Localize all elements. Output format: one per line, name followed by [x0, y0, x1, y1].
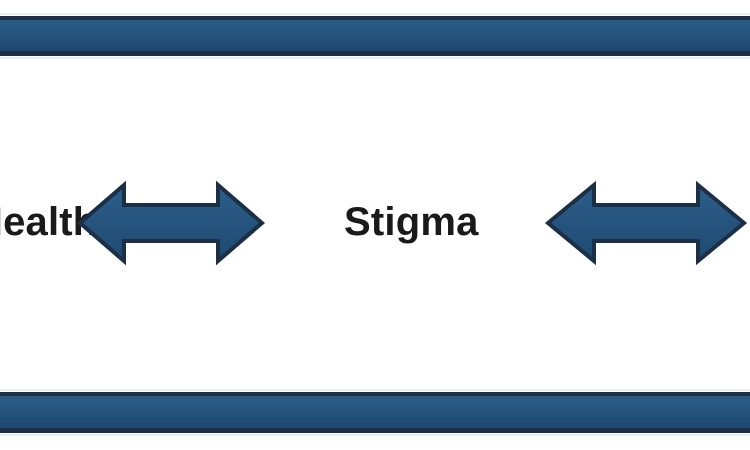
center-label-stigma: Stigma	[344, 200, 479, 244]
top-band-hairline-below	[0, 57, 750, 59]
right-double-arrow	[544, 180, 748, 266]
right-double-arrow-shape	[544, 180, 748, 266]
top-band	[0, 16, 750, 56]
left-double-arrow-shape	[76, 180, 266, 266]
top-band-hairline-above	[0, 13, 750, 15]
bottom-band	[0, 392, 750, 433]
bottom-band-hairline-above	[0, 389, 750, 391]
left-double-arrow	[76, 180, 266, 266]
bottom-band-hairline-below	[0, 434, 750, 436]
